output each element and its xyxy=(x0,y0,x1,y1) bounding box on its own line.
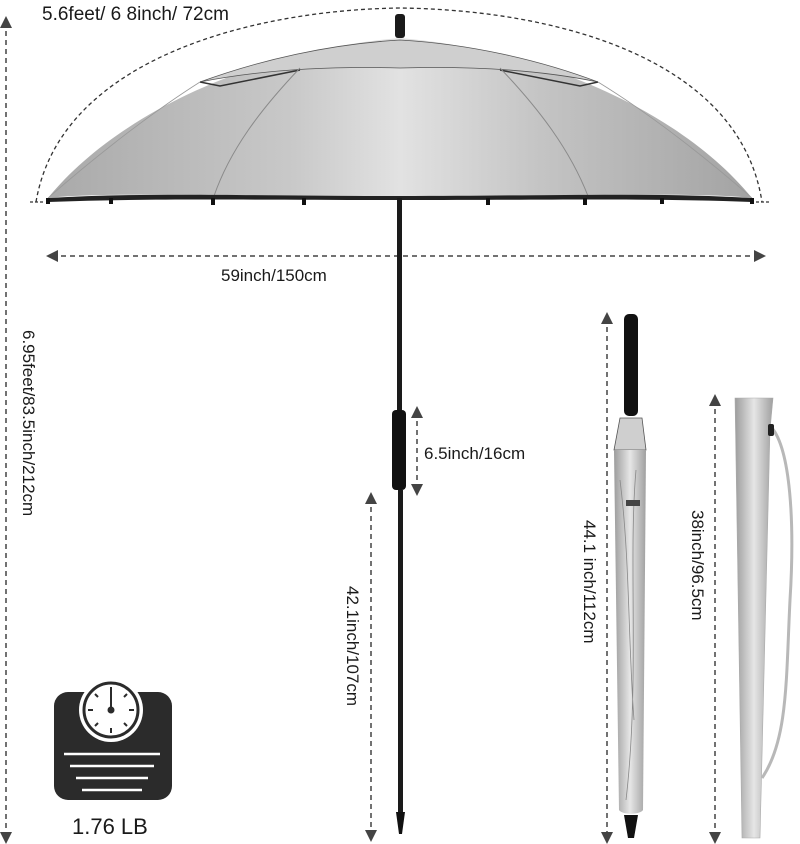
umbrella-canopy xyxy=(46,14,754,205)
arc-dimension xyxy=(30,7,770,203)
umbrella-handle xyxy=(392,410,406,490)
scale-icon xyxy=(54,678,172,800)
umbrella-cover xyxy=(734,397,794,839)
shaft-length-label: 42.1inch/107cm xyxy=(343,586,362,707)
canopy-width-label: 59inch/150cm xyxy=(221,266,327,285)
umbrella-shaft xyxy=(392,198,406,834)
umbrella-tip xyxy=(395,14,405,38)
total-height-label: 6.95feet/83.5inch/212cm xyxy=(19,330,38,517)
arc-length-label: 5.6feet/ 6 8inch/ 72cm xyxy=(42,4,229,25)
cover-length-label: 38inch/96.5cm xyxy=(688,510,707,621)
folded-length-label: 44.1 inch/112cm xyxy=(580,520,599,644)
handle-length-label: 6.5inch/16cm xyxy=(424,444,526,463)
cover-strap xyxy=(760,427,794,779)
folded-umbrella xyxy=(613,314,647,838)
weight-label: 1.76 LB xyxy=(72,814,148,839)
